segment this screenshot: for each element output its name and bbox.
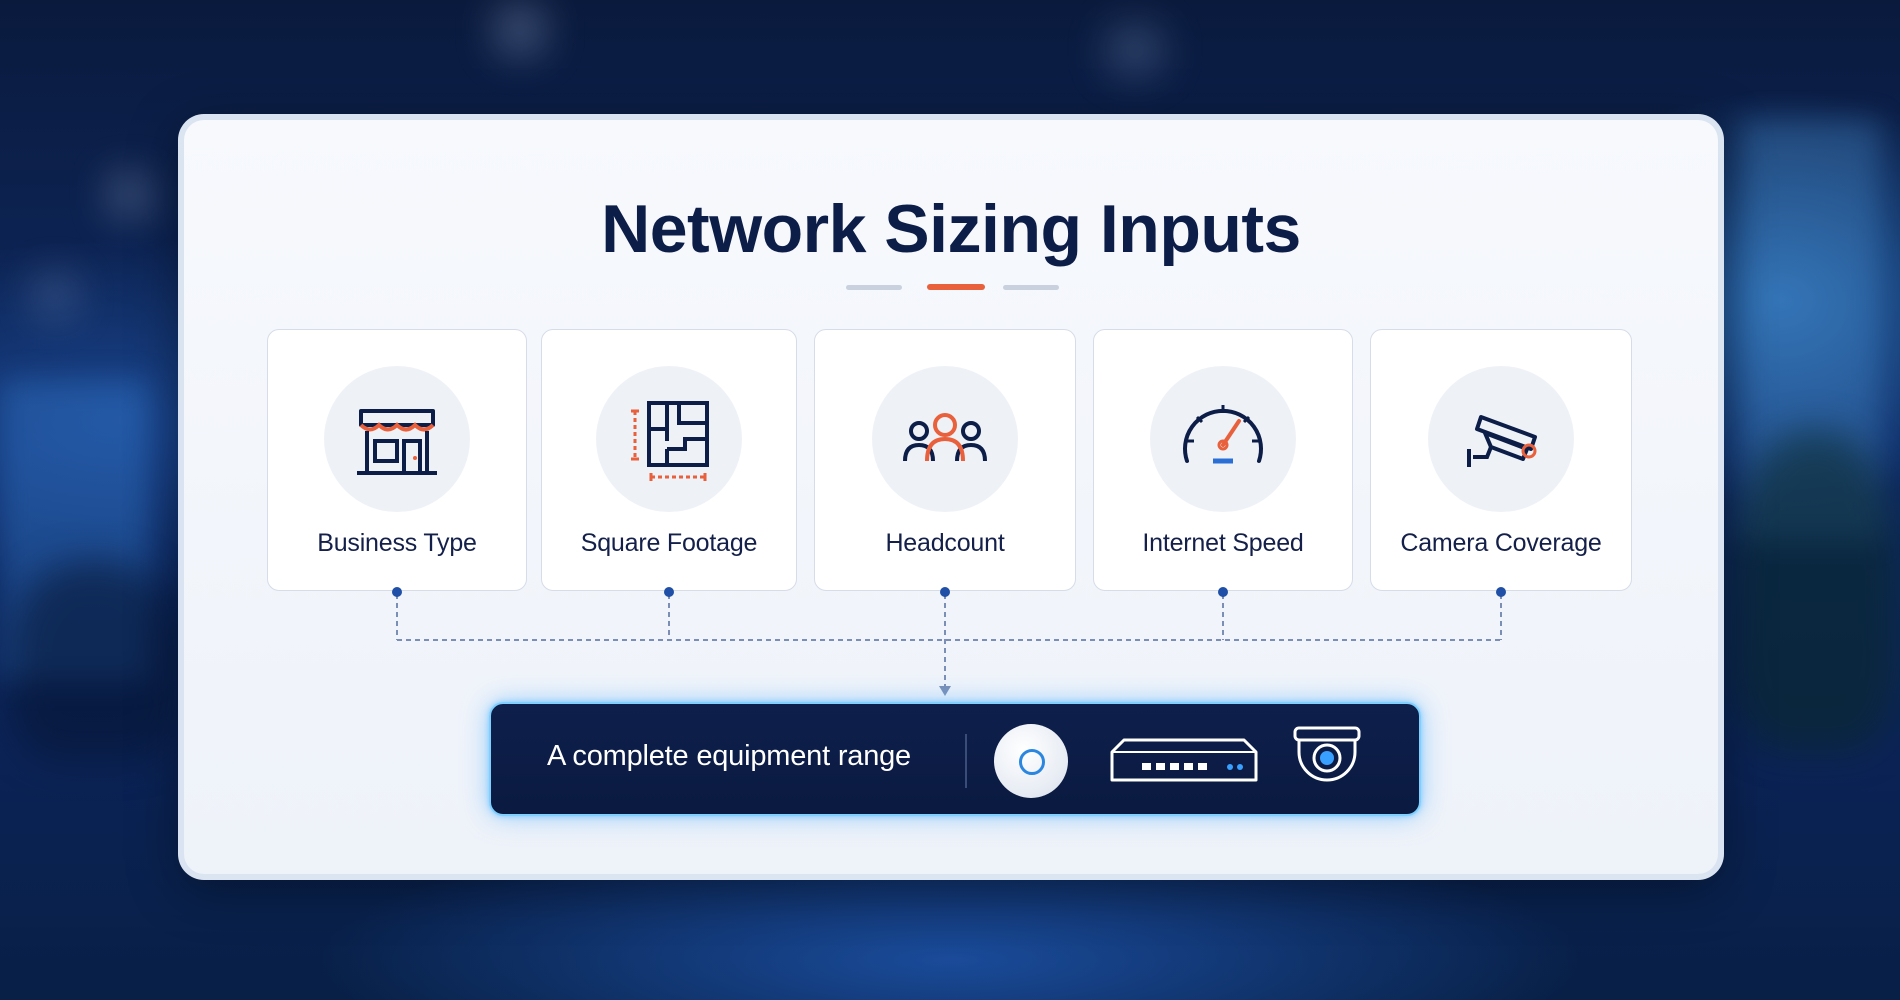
icon-badge	[596, 366, 742, 512]
input-card-headcount: Headcount	[814, 329, 1076, 591]
icon-badge	[324, 366, 470, 512]
diagram-panel: Network Sizing Inputs Business Type	[178, 114, 1724, 880]
input-card-business-type: Business Type	[267, 329, 527, 591]
people-icon	[903, 413, 987, 462]
input-label: Internet Speed	[1142, 529, 1304, 557]
security-camera-icon	[1467, 415, 1537, 467]
input-label: Square Footage	[580, 529, 758, 557]
icon-badge	[1428, 366, 1574, 512]
input-card-square-footage: Square Footage	[541, 329, 797, 591]
network-switch-icon	[1110, 738, 1258, 782]
floor-plan-icon	[631, 401, 709, 481]
input-card-internet-speed: Internet Speed	[1093, 329, 1353, 591]
icon-badge	[1150, 366, 1296, 512]
speedometer-icon	[1183, 405, 1263, 464]
output-label: A complete equipment range	[547, 740, 911, 772]
title-accent-right	[1003, 285, 1059, 290]
input-card-camera-coverage: Camera Coverage	[1370, 329, 1632, 591]
storefront-icon	[357, 409, 437, 475]
dome-camera-icon	[1293, 726, 1361, 782]
input-label: Business Type	[317, 529, 477, 557]
divider	[965, 734, 967, 788]
equipment-output-bar: A complete equipment range	[489, 702, 1421, 816]
input-label: Headcount	[885, 529, 1005, 557]
icon-badge	[872, 366, 1018, 512]
title-accent-left	[846, 285, 902, 290]
title-accent-center	[927, 284, 985, 290]
access-point-icon	[994, 724, 1068, 798]
input-label: Camera Coverage	[1400, 529, 1602, 557]
diagram-title: Network Sizing Inputs	[601, 191, 1301, 267]
arrow-down-icon	[939, 686, 951, 696]
